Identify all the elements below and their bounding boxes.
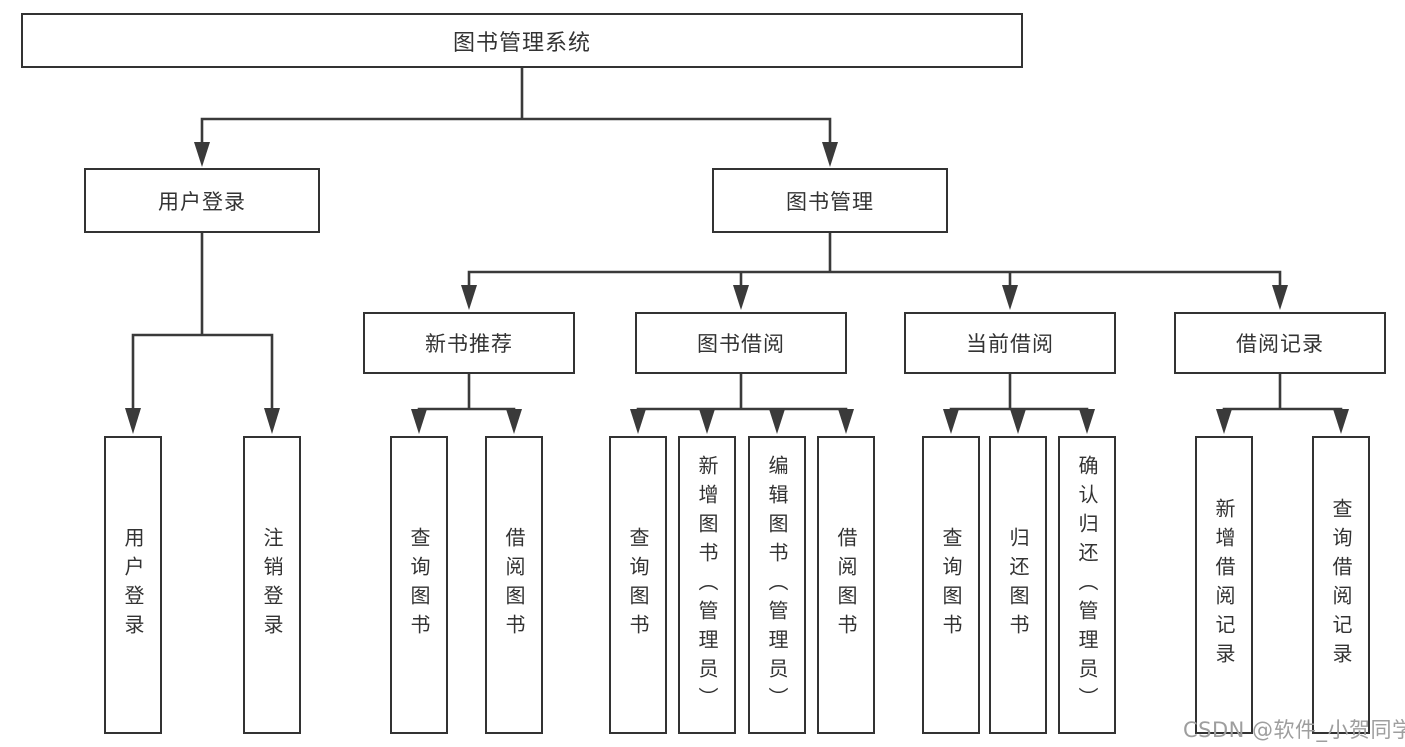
node-borrowing-records: 借阅记录 — [1174, 312, 1386, 374]
node-label: 当前借阅 — [966, 332, 1054, 356]
node-label: 注销登录 — [260, 527, 284, 643]
leaf-edit-books-admin: 编辑图书（管理员） — [748, 436, 806, 734]
node-label: 新增图书（管理员） — [695, 454, 719, 716]
leaf-add-books-admin: 新增图书（管理员） — [678, 436, 736, 734]
node-label: 查询借阅记录 — [1329, 498, 1353, 672]
leaf-borrow-books-2: 借阅图书 — [817, 436, 875, 734]
leaf-query-books-2: 查询图书 — [609, 436, 667, 734]
node-label: 用户登录 — [121, 527, 145, 643]
node-library-management-system: 图书管理系统 — [21, 13, 1023, 68]
node-label: 归还图书 — [1006, 527, 1030, 643]
leaf-query-borrow-record: 查询借阅记录 — [1312, 436, 1370, 734]
node-current-borrowing: 当前借阅 — [904, 312, 1116, 374]
node-label: 查询图书 — [939, 527, 963, 643]
node-label: 借阅图书 — [502, 527, 526, 643]
node-label: 新书推荐 — [425, 332, 513, 356]
leaf-user-login: 用户登录 — [104, 436, 162, 734]
csdn-watermark: CSDN @软件_小贺同学 — [1183, 718, 1405, 742]
node-label: 查询图书 — [407, 527, 431, 643]
node-label: 编辑图书（管理员） — [765, 454, 789, 716]
leaf-add-borrow-record: 新增借阅记录 — [1195, 436, 1253, 734]
node-label: 借阅图书 — [834, 527, 858, 643]
node-book-borrowing: 图书借阅 — [635, 312, 847, 374]
node-user-login: 用户登录 — [84, 168, 320, 233]
node-label: 图书借阅 — [697, 332, 785, 356]
node-label: 图书管理系统 — [452, 30, 591, 56]
node-label: 借阅记录 — [1236, 332, 1324, 356]
node-label: 用户登录 — [158, 189, 246, 214]
leaf-query-books-3: 查询图书 — [922, 436, 980, 734]
leaf-logout: 注销登录 — [243, 436, 301, 734]
node-label: 确认归还（管理员） — [1075, 454, 1099, 716]
node-label: 查询图书 — [626, 527, 650, 643]
node-new-book-recommendation: 新书推荐 — [363, 312, 575, 374]
leaf-borrow-books: 借阅图书 — [485, 436, 543, 734]
node-label: 新增借阅记录 — [1212, 498, 1236, 672]
leaf-query-books: 查询图书 — [390, 436, 448, 734]
node-label: 图书管理 — [786, 189, 874, 214]
leaf-confirm-return-admin: 确认归还（管理员） — [1058, 436, 1116, 734]
node-book-management: 图书管理 — [712, 168, 948, 233]
leaf-return-books: 归还图书 — [989, 436, 1047, 734]
